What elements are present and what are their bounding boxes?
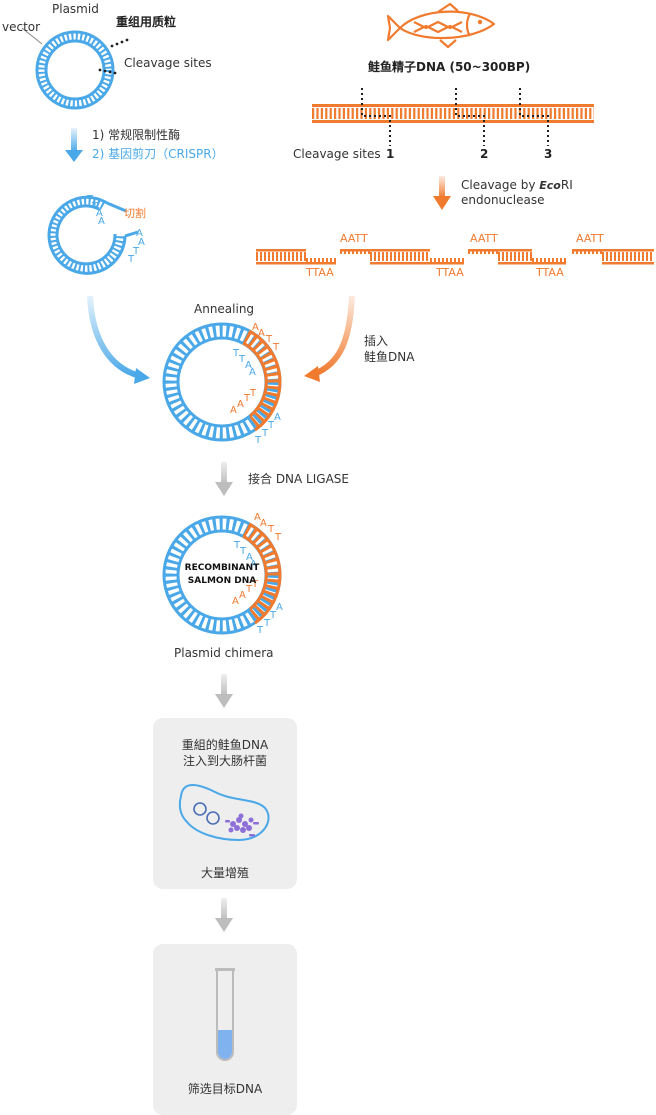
anneal-bot-a2: A [237,399,244,410]
vector-label: vector [2,20,41,34]
ecoli-bacterium-icon [178,784,270,842]
cut-sticky-t4: T [128,254,135,265]
fragment-top-3: AATT [576,232,604,245]
chimera-top-b-a2: A [250,559,257,570]
cut-label: 切割 [124,207,146,220]
arrow-down-orange [433,176,451,210]
cut-sticky-a4: A [138,237,145,248]
salmon-dna-title: 鲑鱼精子DNA (50~300BP) [368,60,531,74]
step1-line2: 2) 基因剪刀（CRISPR） [92,147,224,161]
salmon-cleavage-dotted-lines [361,88,549,146]
salmon-fish-icon [386,2,496,49]
chimera-bot-t1: T [246,584,253,595]
ecori-prefix: Cleavage by [461,178,540,192]
annealing-label: Annealing [194,302,255,316]
cut-sticky-t1: T [87,194,94,205]
screen-caption: 筛选目标DNA [187,1082,263,1096]
curved-arrow-blue [87,295,150,384]
plasmid-cleavage-dots [98,38,129,75]
ecoli-line2: 注入到大肠杆菌 [182,754,267,768]
anneal-bot-b-t2: T [262,428,269,439]
step1-line1: 1) 常规限制性酶 [92,128,181,142]
plasmid-cleavage-label: Cleavage sites [124,56,212,70]
chimera-top-a2: A [260,518,267,529]
site-number-2: 2 [480,147,489,161]
arrow-down-gray-3 [215,898,233,932]
chimera-center-line2: SALMON DNA [187,576,257,586]
anneal-bot-b-t3: T [255,435,262,446]
arrow-down-blue [65,128,83,162]
anneal-top-b-a1: A [245,360,252,371]
anneal-top-a2: A [258,328,265,339]
test-tube-icon [215,968,235,1061]
cut-sticky-a2: A [98,216,105,227]
ecori-enzyme: Eco [539,179,561,192]
fragment-bottom-2: TTAA [436,266,464,279]
anneal-top-a1: A [252,322,259,333]
ecori-label: Cleavage by EcoRI [461,178,573,192]
insert-line1: 插入 [364,334,389,348]
chimera-bot-a2: A [239,590,246,601]
chimera-bot-b-t2: T [264,618,271,629]
chimera-plasmid [162,515,282,635]
fragment-bottom-1: TTAA [306,266,334,279]
ecori-line2: endonuclease [461,193,545,207]
anneal-bot-t2: T [250,388,257,399]
chimera-bot-b-a1: A [276,602,283,613]
site-number-1: 1 [386,147,395,161]
cut-plasmid-ring [47,195,139,275]
chimera-center-line1: RECOMBINANT [184,563,260,573]
ecoli-line1: 重組的鲑鱼DNA [181,738,269,752]
cut-sticky-a1: A [96,208,103,219]
ligase-label: 接合 DNA LIGASE [248,472,349,486]
anneal-top-b-t2: T [239,354,246,365]
anneal-bot-b-t1: T [268,420,275,431]
site-number-3: 3 [544,147,553,161]
cut-sticky-t3: T [133,246,140,257]
chimera-caption: Plasmid chimera [174,646,274,660]
chimera-bot-b-t3: T [257,625,264,636]
ecoli-caption: 大量增殖 [200,866,249,880]
anneal-top-b-a2: A [249,367,256,378]
salmon-cleavage-label: Cleavage sites [293,147,381,161]
annealing-plasmid [162,322,282,442]
chimera-bot-a1: A [232,596,239,607]
screen-box: 筛选目标DNA [153,944,297,1115]
fragment-top-2: AATT [470,232,498,245]
chimera-bot-b-t1: T [270,610,277,621]
cut-sticky-a3: A [136,228,143,239]
salmon-fragments [256,249,654,265]
cut-sticky-t2: T [92,201,99,212]
anneal-top-t1: T [266,334,273,345]
ecoli-box: 重組的鲑鱼DNA 注入到大肠杆菌 大量增殖 [153,718,297,889]
curved-arrow-orange [304,295,355,382]
chimera-top-t1: T [268,524,275,535]
chimera-top-a1: A [254,512,261,523]
fragment-top-1: AATT [340,232,368,245]
anneal-top-b-t1: T [233,348,240,359]
anneal-bot-t1: T [244,393,251,404]
chimera-bot-t2: T [252,579,259,590]
plasmid-ring [35,30,115,110]
plasmid-title: Plasmid [52,2,99,16]
insert-line2: 鲑鱼DNA [364,350,415,364]
fragment-bottom-3: TTAA [536,266,564,279]
arrow-down-gray-2 [215,674,233,708]
vector-pointer [21,27,43,45]
recombinant-plasmid-label: 重组用质粒 [116,15,177,29]
arrow-down-gray-1 [215,462,233,496]
anneal-bot-b-a1: A [274,412,281,423]
chimera-top-b-t1: T [234,540,241,551]
anneal-bot-a1: A [230,405,237,416]
ecori-suffix: RI [560,178,573,192]
chimera-top-t2: T [275,532,282,543]
chimera-top-b-a1: A [246,552,253,563]
salmon-dna-ladder [312,104,594,123]
anneal-top-t2: T [273,342,280,353]
chimera-top-b-t2: T [240,546,247,557]
